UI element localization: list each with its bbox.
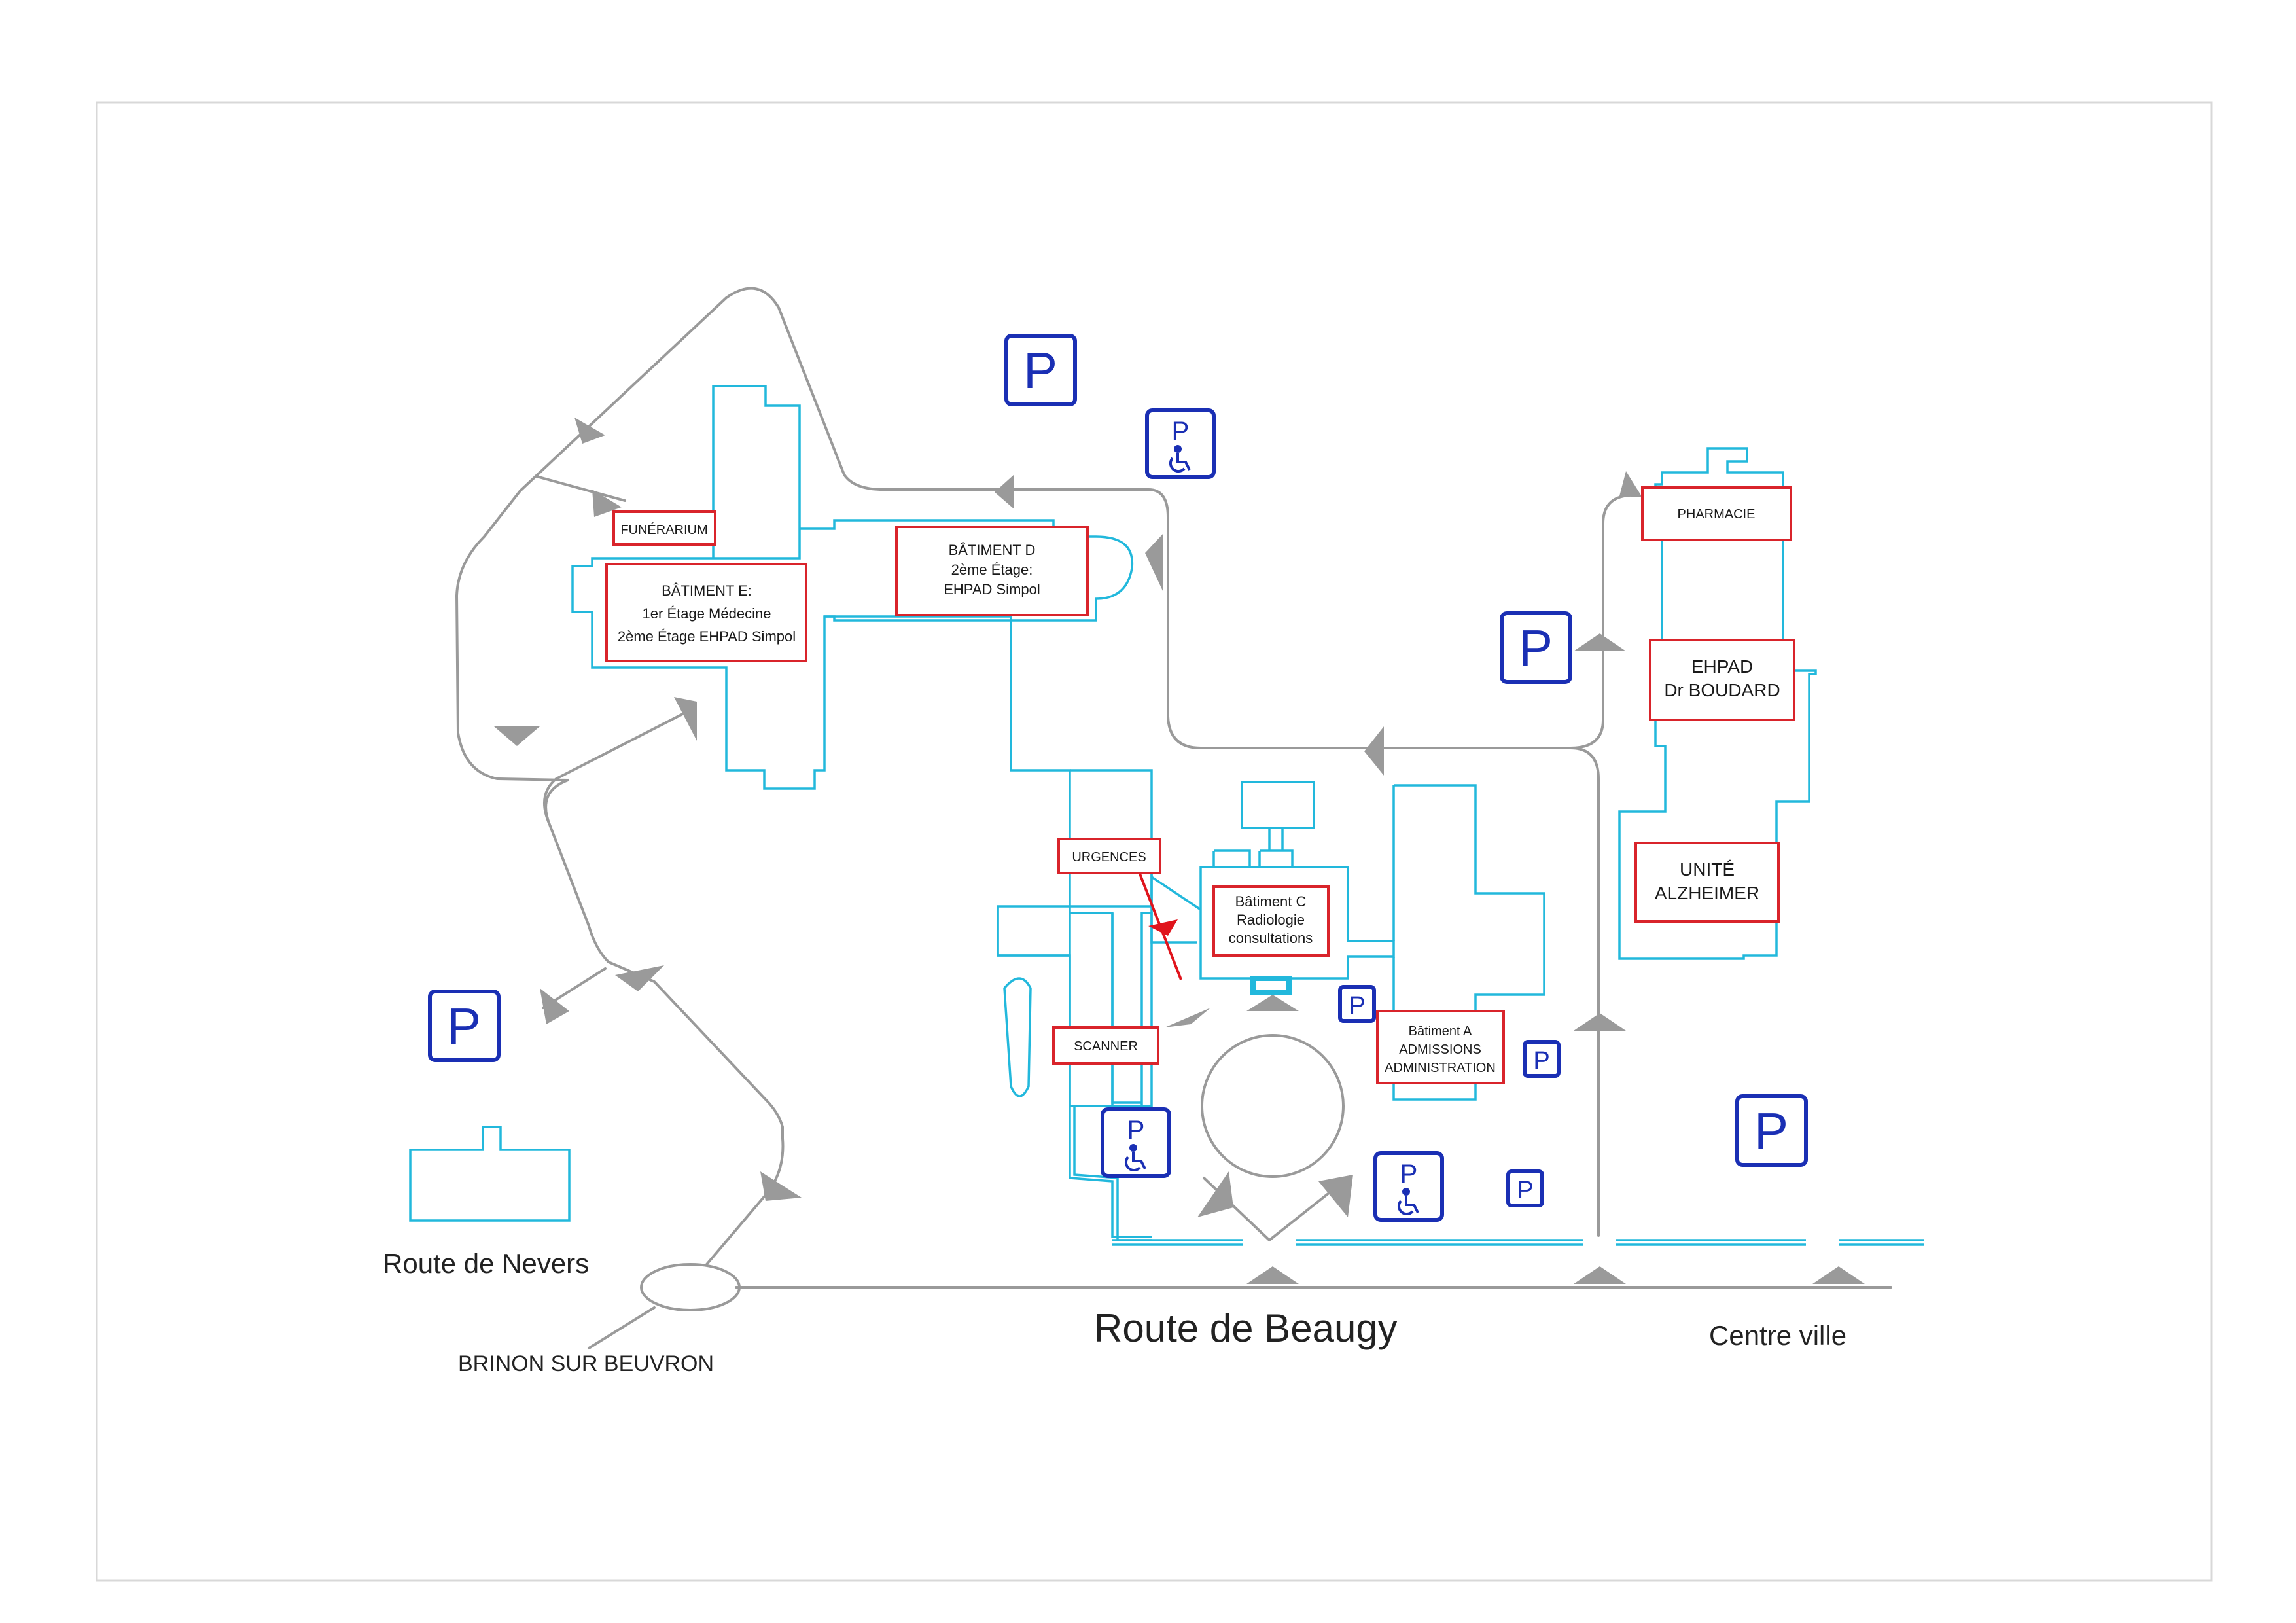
parking-letter: P [1517,1177,1533,1204]
parking-sign[interactable]: P [1338,985,1376,1023]
arrow-road-6 [615,965,664,991]
parking-letter: P [1400,1160,1418,1188]
label-batiment-e-line1: BÂTIMENT E: [662,582,752,599]
arrow-road-14 [1246,1266,1299,1284]
buildings [409,385,1924,1246]
parking-letter: P [1172,417,1190,446]
parking-sign[interactable]: P [1735,1094,1808,1167]
label-batiment-c[interactable]: Bâtiment C Radiologie consultations [1212,885,1330,957]
arrow-road-11 [1619,471,1642,497]
label-alzheimer-line1: UNITÉ [1680,859,1735,880]
page-frame [96,101,2213,1582]
wheelchair-icon [1124,1144,1146,1172]
label-alzheimer-line2: ALZHEIMER [1655,883,1759,903]
label-batiment-a-line2: ADMISSIONS [1399,1043,1481,1057]
legend-building [409,1126,571,1222]
parking-disabled-sign[interactable]: P [1101,1107,1171,1178]
parking-letter: P [1533,1047,1549,1075]
label-batiment-e[interactable]: BÂTIMENT E: 1er Étage Médecine 2ème Étag… [605,563,807,662]
arrow-road-9 [1145,533,1163,592]
parking-letter: P [1349,992,1365,1020]
arrow-road-3 [494,726,540,746]
label-batiment-d[interactable]: BÂTIMENT D 2ème Étage: EHPAD Simpol [895,526,1089,616]
road-label-nevers: Route de Nevers [383,1248,589,1279]
fence-line [1112,1239,1924,1246]
roundabout [640,1263,741,1311]
arrow-road-10 [1364,726,1384,776]
arrow-road-4 [674,697,697,741]
wheelchair-icon [1397,1188,1419,1216]
arrow-road-1 [574,418,605,444]
arrow-road-8 [995,474,1014,509]
arrow-road-5 [540,988,569,1024]
label-pharmacie-text: PHARMACIE [1678,507,1756,522]
road-brinon [588,1306,656,1349]
parking-letter: P [1023,342,1057,399]
label-scanner[interactable]: SCANNER [1052,1026,1159,1065]
arrow-road-7 [760,1171,802,1201]
arrow-road-20 [1318,1175,1353,1217]
label-batiment-a-line1: Bâtiment A [1409,1024,1472,1039]
parking-sign[interactable]: P [1004,334,1077,406]
parking-letter: P [447,997,481,1055]
label-pharmacie[interactable]: PHARMACIE [1641,486,1792,541]
label-ehpad-line1: EHPAD [1691,656,1753,677]
urgences-marker [1136,866,1182,980]
label-batiment-a[interactable]: Bâtiment A ADMISSIONS ADMINISTRATION [1376,1010,1505,1084]
road-west-loop [455,287,1631,1266]
road-label-centre-ville: Centre ville [1709,1320,1846,1351]
arrow-road-16 [1812,1266,1865,1284]
building-c-entrance [1250,976,1292,995]
arrow-road-18 [1165,1008,1210,1027]
label-ehpad-boudard[interactable]: EHPAD Dr BOUDARD [1649,639,1795,721]
parking-letter: P [1754,1102,1788,1160]
label-batiment-e-line2: 1er Étage Médecine [643,605,771,622]
road-label-beaugy: Route de Beaugy [1094,1306,1398,1350]
parking-sign[interactable]: P [428,990,501,1062]
arrow-road-2 [592,490,622,517]
label-funerarium-text: FUNÉRARIUM [620,522,707,537]
label-batiment-e-line3: 2ème Étage EHPAD Simpol [618,628,796,645]
parking-letter: P [1127,1116,1145,1145]
road-network [455,287,1892,1349]
arrow-road-13 [1574,1013,1626,1031]
parking-sign[interactable]: P [1500,611,1572,684]
label-unite-alzheimer[interactable]: UNITÉ ALZHEIMER [1634,842,1780,923]
label-batiment-c-line3: consultations [1229,930,1313,946]
label-batiment-c-line2: Radiologie [1237,912,1305,928]
label-urgences-text: URGENCES [1072,850,1146,865]
parking-disabled-sign[interactable]: P [1145,408,1216,479]
label-batiment-c-line1: Bâtiment C [1235,893,1307,910]
arrow-road-17 [1246,995,1299,1011]
label-funerarium[interactable]: FUNÉRARIUM [612,510,716,546]
label-scanner-text: SCANNER [1074,1039,1138,1054]
central-roundabout [1201,1034,1345,1178]
pill-shape [1003,977,1032,1097]
label-batiment-a-line3: ADMINISTRATION [1385,1061,1496,1075]
arrow-road-19 [1197,1171,1233,1217]
parking-sign[interactable]: P [1523,1040,1561,1078]
label-ehpad-line2: Dr BOUDARD [1664,680,1780,700]
arrow-road-12 [1574,633,1626,651]
label-batiment-d-line1: BÂTIMENT D [949,542,1036,558]
label-batiment-d-line2: 2ème Étage: [951,562,1033,578]
label-batiment-d-line3: EHPAD Simpol [944,581,1040,597]
parking-sign[interactable]: P [1506,1169,1544,1207]
label-urgences[interactable]: URGENCES [1057,838,1161,874]
parking-disabled-sign[interactable]: P [1373,1151,1444,1222]
road-label-brinon: BRINON SUR BEUVRON [458,1351,714,1376]
wheelchair-icon [1169,445,1191,473]
arrow-road-15 [1574,1266,1626,1284]
parking-letter: P [1519,619,1553,677]
